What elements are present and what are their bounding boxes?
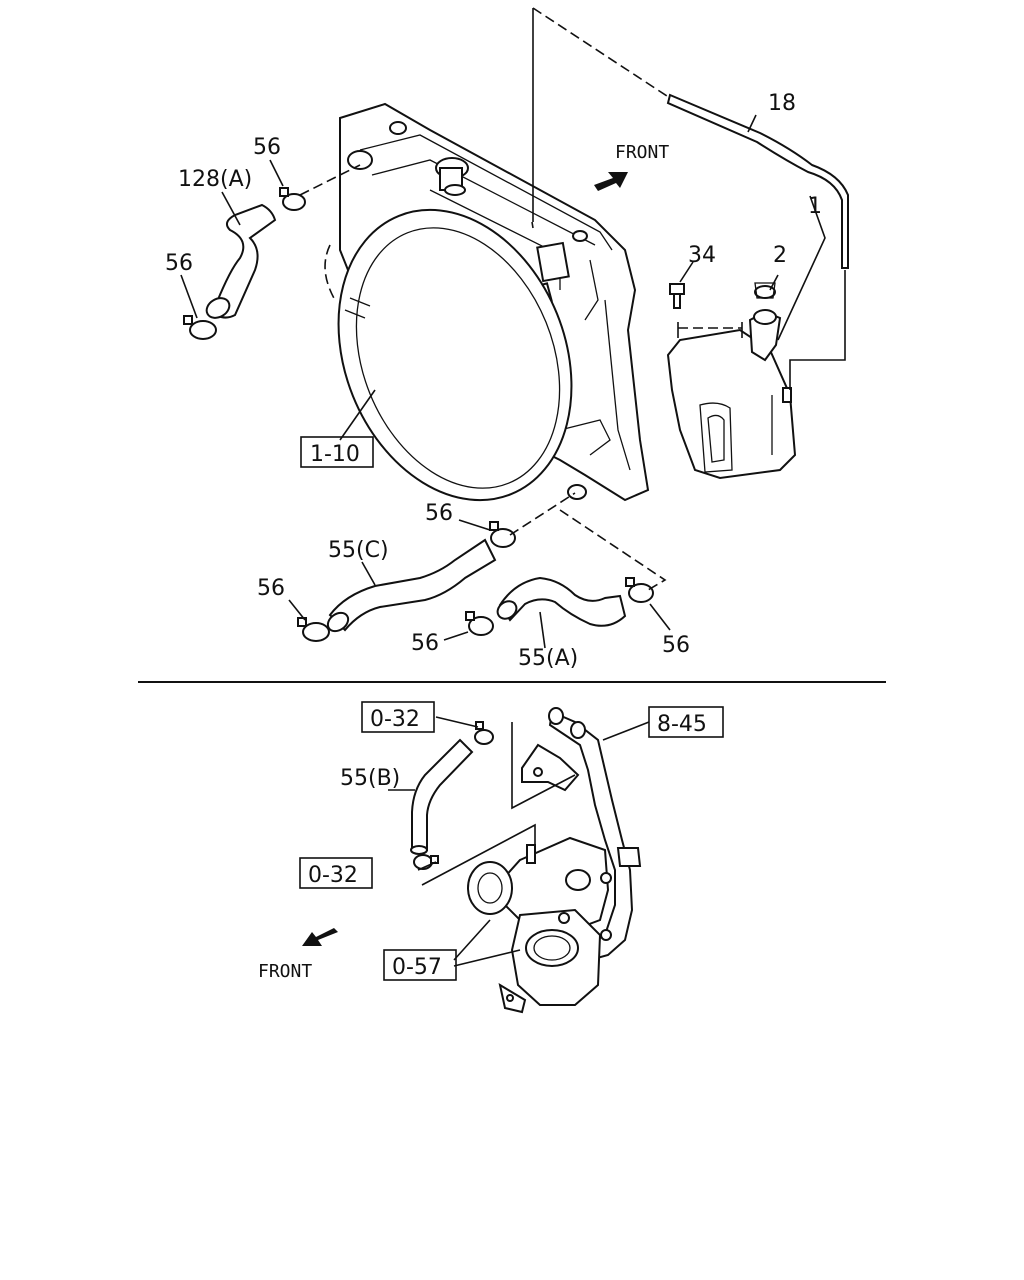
fan-shroud bbox=[324, 208, 573, 502]
callout-56: 56 bbox=[253, 135, 281, 160]
callout-18: 18 bbox=[768, 91, 796, 116]
arrow-icon bbox=[302, 928, 338, 946]
bracket bbox=[521, 743, 580, 792]
bolt-34 bbox=[669, 283, 685, 309]
callout-2: 2 bbox=[773, 243, 787, 268]
callout-56: 56 bbox=[165, 251, 193, 276]
hose-55b bbox=[410, 738, 474, 855]
front-label-top: FRONT bbox=[615, 142, 669, 163]
callout-1: 1 bbox=[808, 194, 822, 219]
callout-128a: 128(A) bbox=[178, 167, 252, 192]
front-label-bottom: FRONT bbox=[258, 961, 312, 982]
thermostat-housing bbox=[467, 836, 612, 1014]
ref-8-45: 8-45 bbox=[657, 712, 707, 737]
ref-box-1-10: 1-10 bbox=[300, 436, 374, 468]
callout-56: 56 bbox=[662, 633, 690, 658]
callout-56: 56 bbox=[257, 576, 285, 601]
overflow-hose-18 bbox=[666, 93, 849, 269]
callout-55b: 55(B) bbox=[340, 766, 400, 791]
reservoir-tank bbox=[666, 282, 797, 480]
callout-56: 56 bbox=[425, 501, 453, 526]
ref-0-57: 0-57 bbox=[392, 955, 442, 980]
clamps-top bbox=[183, 187, 654, 642]
upper-inlet-pipe bbox=[347, 121, 588, 500]
ref-0-32: 0-32 bbox=[308, 863, 358, 888]
hose-128a bbox=[205, 203, 277, 319]
leader-lines-top bbox=[180, 7, 846, 649]
ref-1-10: 1-10 bbox=[310, 442, 360, 467]
hose-55a bbox=[496, 576, 627, 627]
ref-0-32: 0-32 bbox=[370, 707, 420, 732]
leader-lines-bottom bbox=[388, 716, 650, 967]
ref-box-8-45: 8-45 bbox=[648, 706, 724, 738]
callout-55c: 55(C) bbox=[328, 538, 389, 563]
radiator-cap bbox=[435, 157, 469, 196]
ref-box-0-32-b: 0-32 bbox=[299, 857, 373, 889]
callout-34: 34 bbox=[688, 243, 716, 268]
water-pipe bbox=[548, 707, 642, 962]
ref-box-0-57: 0-57 bbox=[383, 949, 457, 981]
arrow-icon bbox=[594, 172, 628, 191]
callout-55a: 55(A) bbox=[518, 646, 578, 671]
ref-box-0-32-a: 0-32 bbox=[361, 701, 435, 733]
callout-56: 56 bbox=[411, 631, 439, 656]
hose-55c bbox=[326, 538, 497, 633]
